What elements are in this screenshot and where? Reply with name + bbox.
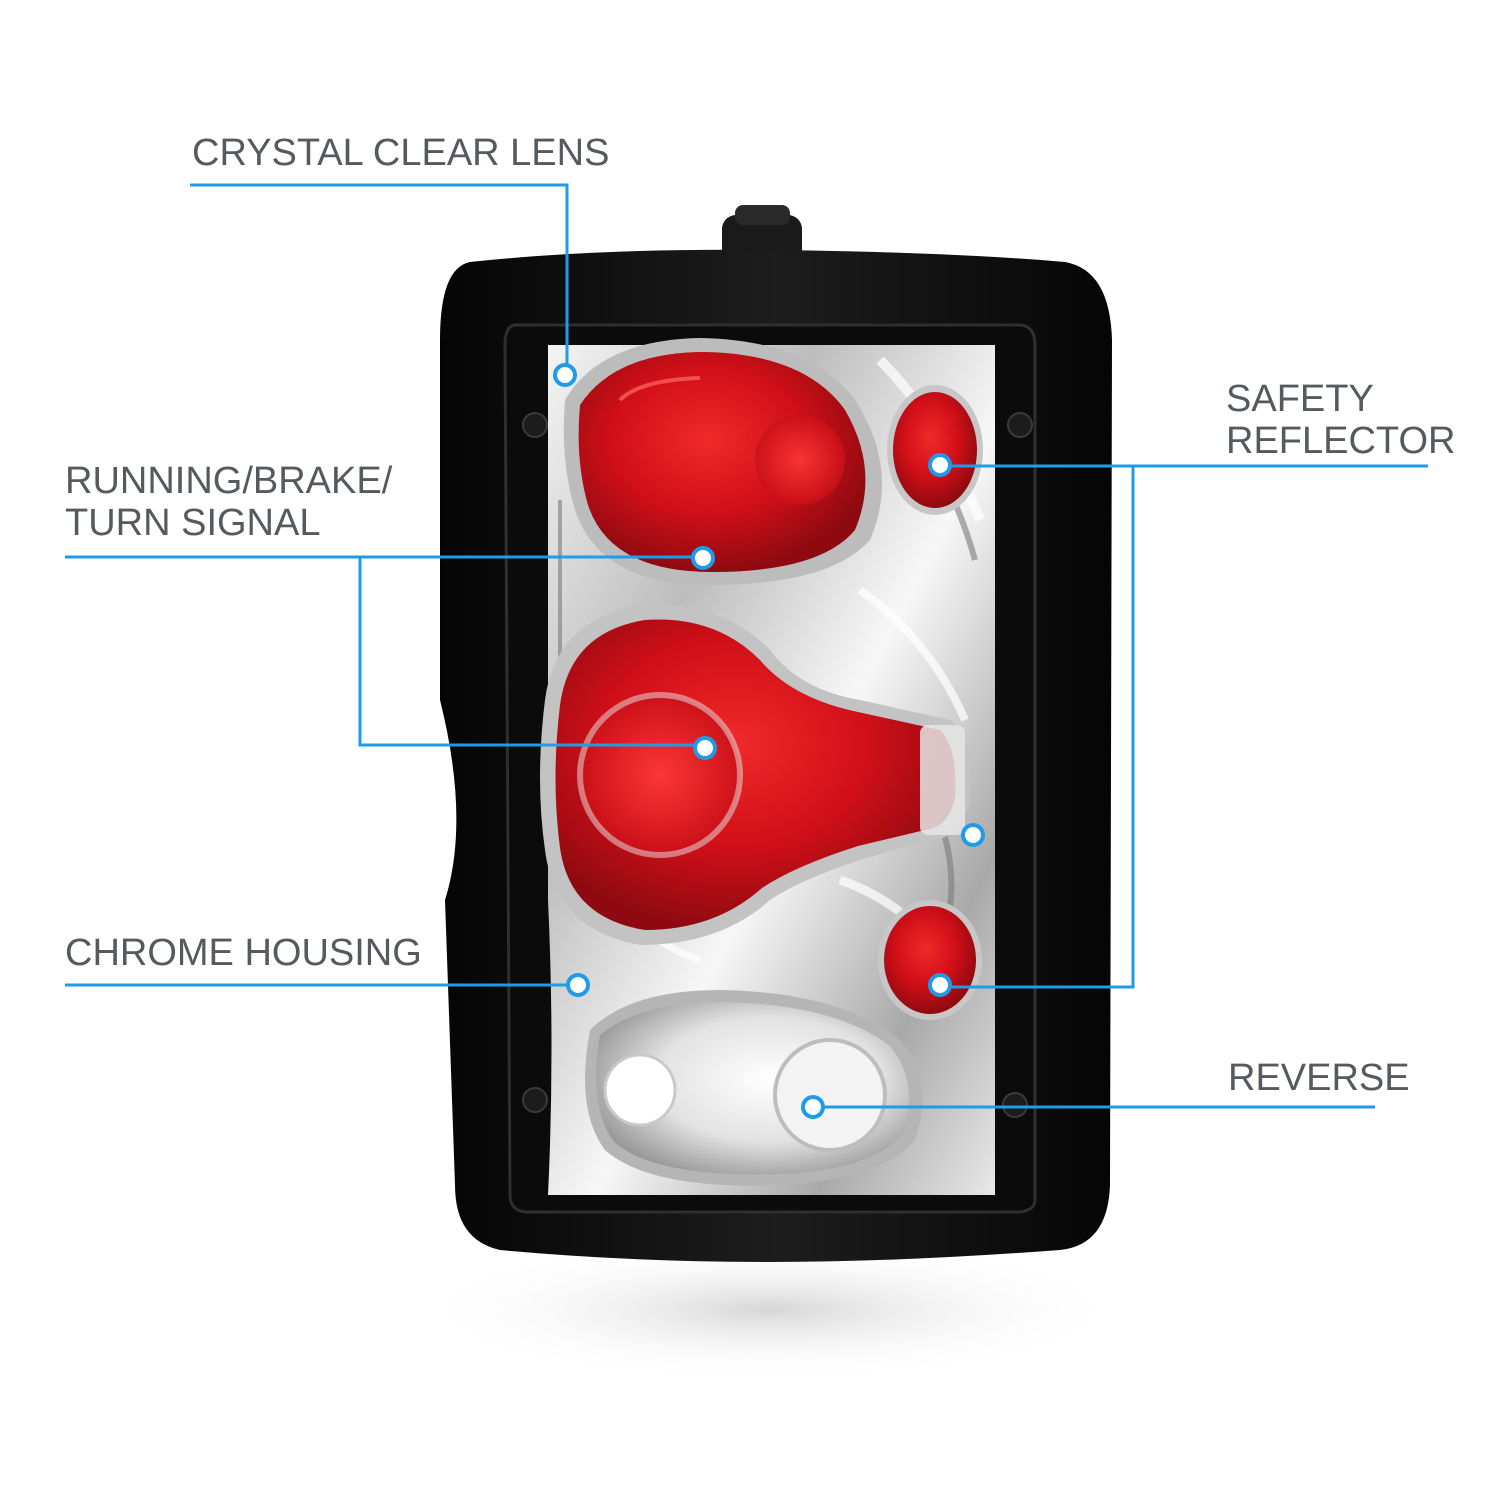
label-crystal-clear-lens-line-1: CRYSTAL CLEAR LENS <box>192 132 610 174</box>
callout-line-crystal-clear-lens <box>190 183 569 375</box>
upper-safety-reflector-lens <box>893 392 977 508</box>
label-safety-reflector-line-2: REFLECTOR <box>1226 420 1456 462</box>
callout-dots <box>553 363 985 1119</box>
callout-dot-chrome-housing-right <box>961 823 985 847</box>
label-reverse-line-1: REVERSE <box>1228 1057 1410 1099</box>
label-running-brake-line-1: RUNNING/BRAKE/ <box>65 460 393 502</box>
label-safety-reflector-line-1: SAFETY <box>1226 378 1374 420</box>
label-chrome-housing: CHROME HOUSING <box>65 932 422 974</box>
lower-safety-reflector-lens <box>884 906 976 1014</box>
reverse-clear-lens <box>585 990 923 1186</box>
callout-dot-crystal-clear-lens <box>553 363 577 387</box>
callout-dot-running-brake-upper <box>691 546 715 570</box>
label-running-brake-line-2: TURN SIGNAL <box>65 502 321 544</box>
callout-dot-running-brake-middle <box>693 736 717 760</box>
upper-red-lens <box>563 338 882 585</box>
label-reverse: REVERSE <box>1228 1057 1410 1099</box>
callout-line-running-brake <box>65 555 705 747</box>
callout-dot-safety-reflector-lower <box>928 973 952 997</box>
mounting-screws <box>522 412 1033 1118</box>
callout-dot-safety-reflector-upper <box>928 453 952 477</box>
callout-line-safety-reflector <box>942 464 1428 989</box>
ground-shadow <box>410 1240 1130 1380</box>
callout-dot-chrome-housing <box>566 973 590 997</box>
label-safety-reflector: SAFETY REFLECTOR <box>1226 378 1455 462</box>
label-crystal-clear-lens: CRYSTAL CLEAR LENS <box>192 132 609 174</box>
callout-dot-reverse <box>801 1095 825 1119</box>
callout-lines <box>65 183 1428 1109</box>
label-chrome-housing-line-1: CHROME HOUSING <box>65 932 422 974</box>
label-running-brake-turn-signal: RUNNING/BRAKE/ TURN SIGNAL <box>65 460 392 544</box>
middle-red-lens <box>540 604 971 945</box>
